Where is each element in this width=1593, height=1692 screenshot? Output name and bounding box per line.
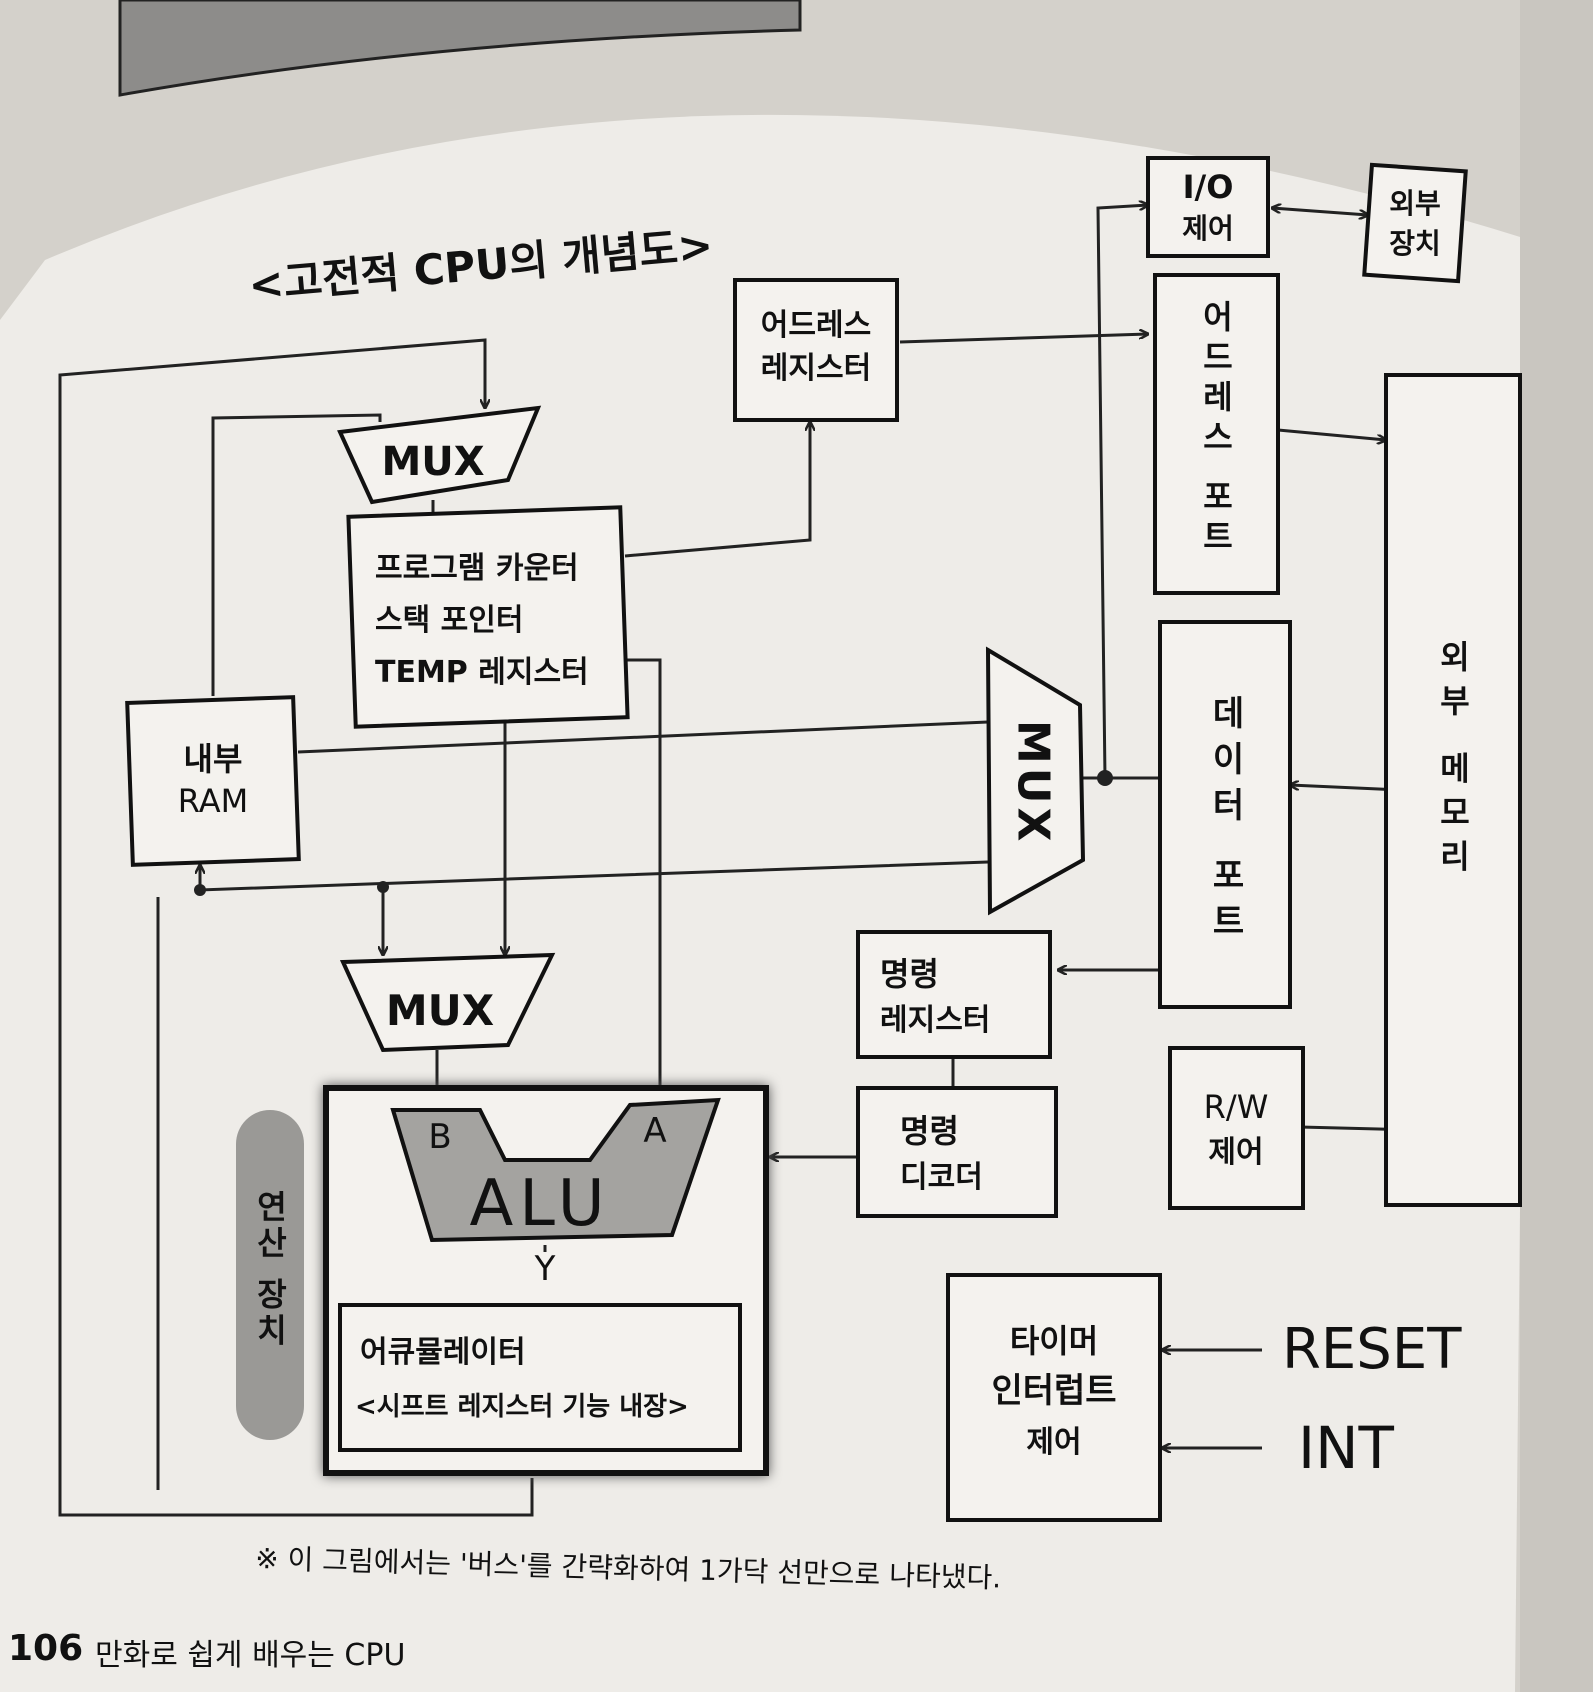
arithmetic-unit-label: 연산 장치 bbox=[251, 1190, 289, 1349]
instruction-decoder-label-1: 명령 bbox=[900, 1112, 959, 1150]
interrupt-label: 인터럽트 bbox=[991, 1371, 1116, 1411]
io-control-label-1: I/O bbox=[1183, 168, 1234, 206]
mux-top: MUX bbox=[337, 405, 542, 505]
internal-ram-label-2: RAM bbox=[178, 782, 248, 820]
data-port-block: 데이터 포트 bbox=[1158, 620, 1292, 1009]
external-device-label-1: 외부 bbox=[1389, 187, 1441, 220]
alu-input-a: A bbox=[643, 1111, 666, 1151]
sp-label: 스택 포인터 bbox=[375, 603, 523, 638]
int-signal-label: INT bbox=[1298, 1414, 1394, 1482]
mux-bottom: MUX bbox=[339, 952, 556, 1053]
address-register-label-2: 레지스터 bbox=[761, 351, 871, 386]
timer-control-label: 제어 bbox=[1026, 1425, 1081, 1460]
io-control-label-2: 제어 bbox=[1182, 212, 1234, 245]
internal-ram-block: 내부 RAM bbox=[125, 695, 301, 867]
instruction-register-label-2: 레지스터 bbox=[880, 1003, 990, 1038]
accumulator-sublabel: <시프트 레지스터 기능 내장> bbox=[355, 1392, 689, 1422]
mux-top-label: MUX bbox=[381, 439, 484, 485]
mux-right-label: MUX bbox=[1008, 720, 1059, 845]
alu-shape bbox=[390, 1097, 721, 1243]
page-number: 106 bbox=[8, 1628, 83, 1669]
external-device-label-2: 장치 bbox=[1389, 227, 1441, 260]
instruction-register-block: 명령 레지스터 bbox=[856, 930, 1052, 1059]
external-memory-block: 외부 메모리 bbox=[1384, 373, 1522, 1207]
alu-unit: ALU B A Y 어큐뮬레이터 <시프트 레지스터 기능 내장> bbox=[323, 1085, 769, 1476]
address-register-block: 어드레스 레지스터 bbox=[733, 278, 899, 422]
temp-label: TEMP 레지스터 bbox=[375, 655, 589, 690]
rw-control-label-1: R/W bbox=[1204, 1088, 1269, 1126]
data-port-label: 데이터 포트 bbox=[1205, 695, 1245, 949]
comic-panel-top bbox=[118, 0, 802, 97]
mux-right: MUX bbox=[985, 646, 1086, 916]
io-control-block: I/O 제어 bbox=[1146, 156, 1270, 258]
timer-interrupt-block: 타이머 인터럽트 제어 bbox=[946, 1273, 1162, 1522]
address-port-label: 어드레스 포트 bbox=[1197, 300, 1235, 559]
rw-control-label-2: 제어 bbox=[1208, 1135, 1263, 1170]
external-memory-label: 외부 메모리 bbox=[1434, 640, 1472, 883]
accumulator-label: 어큐뮬레이터 bbox=[360, 1335, 526, 1370]
alu-output-y: Y bbox=[534, 1249, 556, 1289]
external-device-block: 외부 장치 bbox=[1362, 162, 1468, 284]
rw-control-block: R/W 제어 bbox=[1168, 1046, 1305, 1210]
timer-label: 타이머 bbox=[1010, 1322, 1098, 1360]
mux-bottom-label: MUX bbox=[386, 986, 494, 1035]
alu-input-b: B bbox=[428, 1117, 451, 1157]
internal-ram-label-1: 내부 bbox=[184, 740, 243, 778]
arithmetic-unit-tag: 연산 장치 bbox=[236, 1110, 304, 1440]
page-spine bbox=[1520, 0, 1593, 1692]
instruction-register-label-1: 명령 bbox=[880, 955, 939, 993]
instruction-decoder-block: 명령 디코더 bbox=[856, 1086, 1058, 1218]
instruction-decoder-label-2: 디코더 bbox=[900, 1160, 983, 1195]
alu-label: ALU bbox=[469, 1167, 610, 1241]
bus-wires bbox=[58, 205, 1418, 1517]
program-counter-block: 프로그램 카운터 스택 포인터 TEMP 레지스터 bbox=[346, 505, 630, 729]
pc-label: 프로그램 카운터 bbox=[375, 551, 579, 586]
address-register-label-1: 어드레스 bbox=[761, 308, 871, 343]
reset-signal-label: RESET bbox=[1282, 1317, 1462, 1382]
book-title: 만화로 쉽게 배우는 CPU bbox=[95, 1638, 405, 1673]
address-port-block: 어드레스 포트 bbox=[1153, 273, 1280, 595]
